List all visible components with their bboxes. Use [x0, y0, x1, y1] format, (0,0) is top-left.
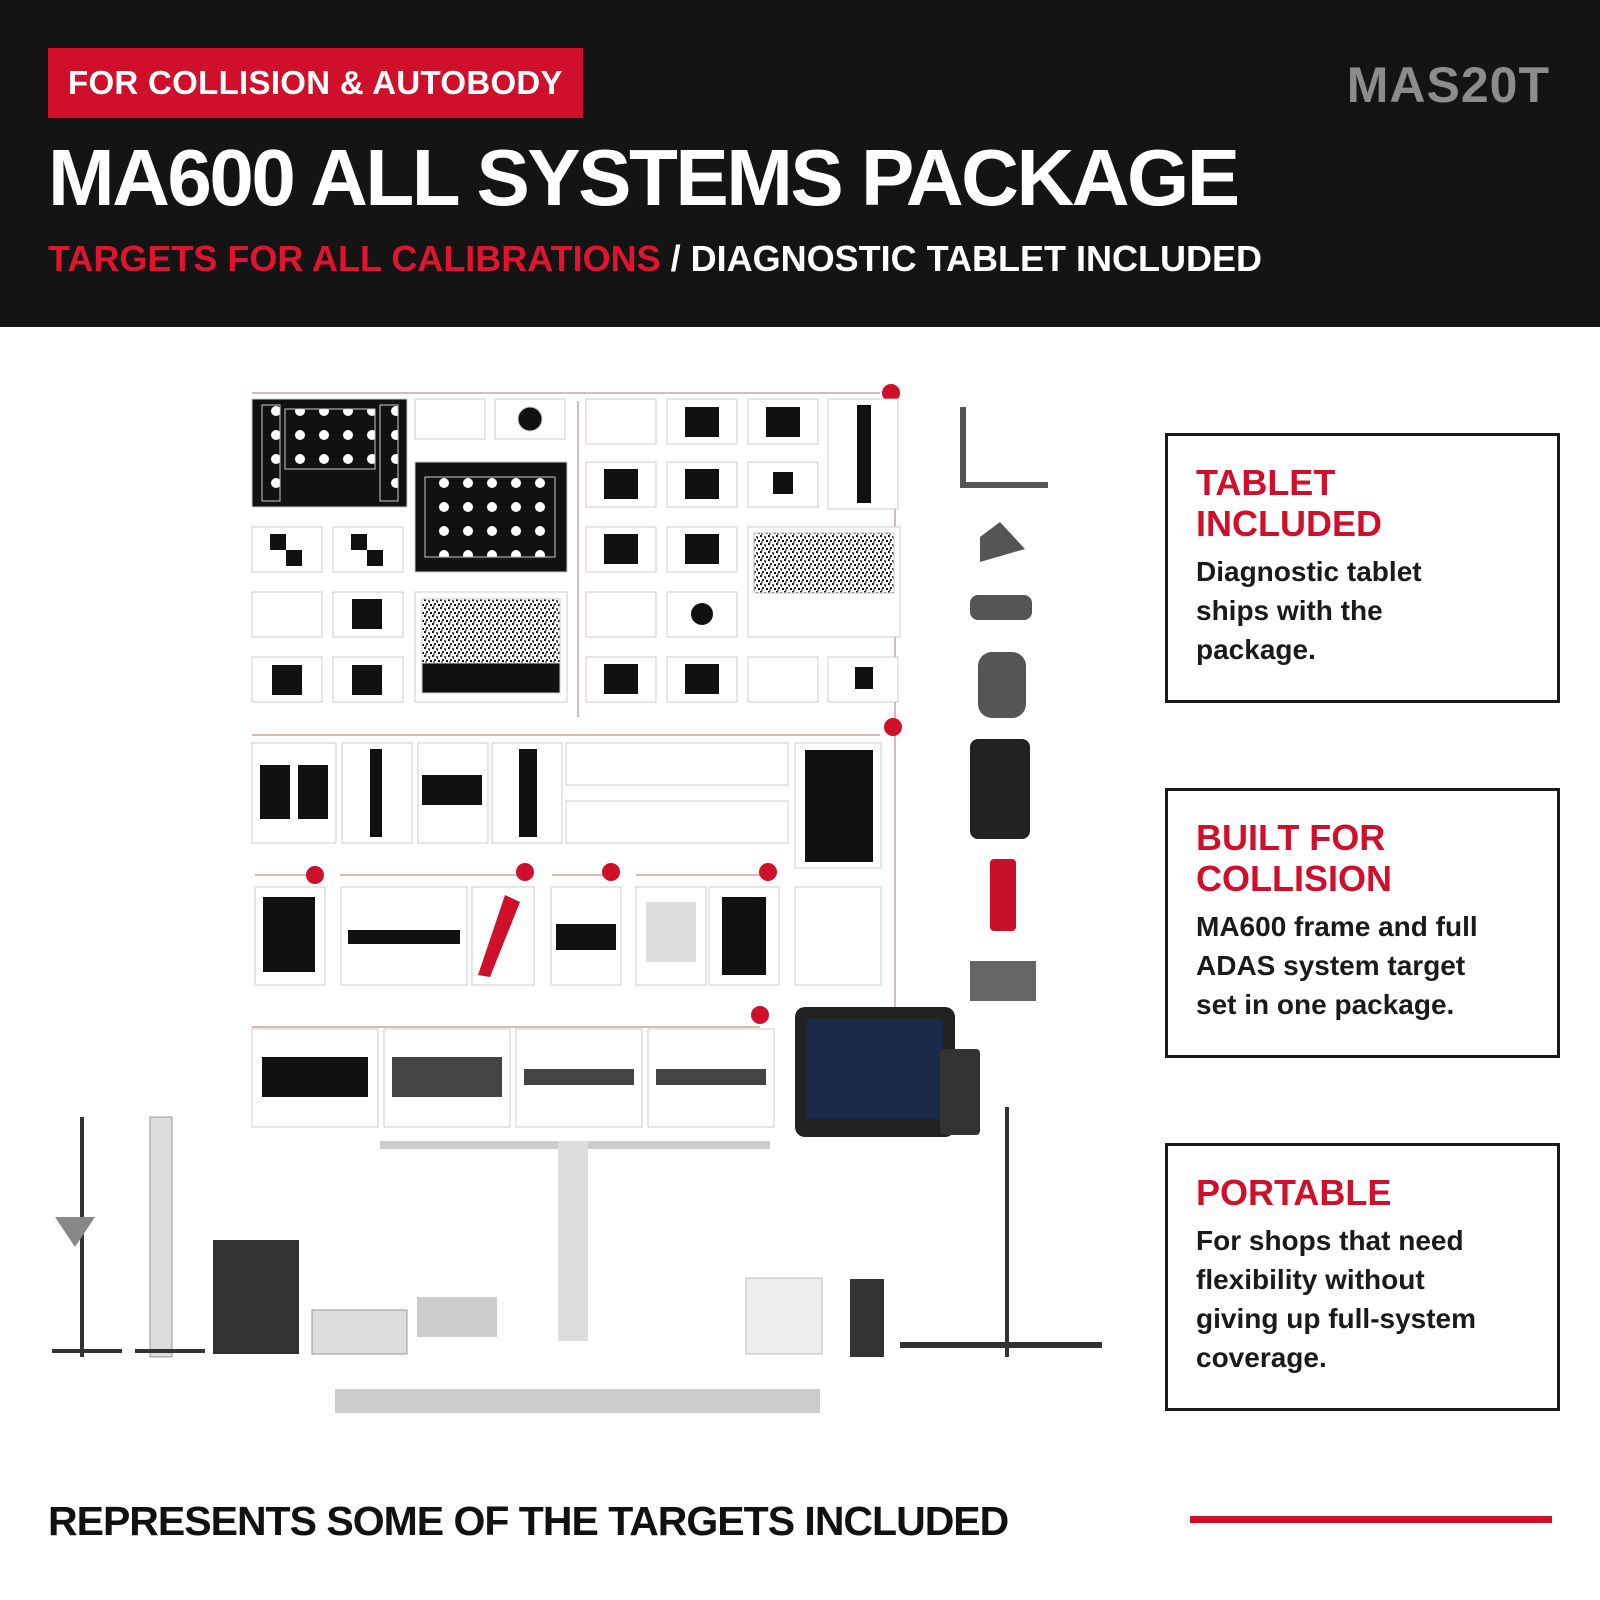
subtitle-targets: TARGETS FOR ALL CALIBRATIONS — [48, 238, 661, 279]
calibration-targets-section-2 — [251, 742, 882, 986]
collision-badge: FOR COLLISION & AUTOBODY — [48, 48, 583, 118]
card-body: MA600 frame and full ADAS system target … — [1196, 911, 1478, 1020]
calibration-targets-row-1 — [251, 398, 568, 703]
subtitle-tablet: / DIAGNOSTIC TABLET INCLUDED — [660, 238, 1262, 279]
footer-rule — [1190, 1516, 1552, 1523]
footer-caption: REPRESENTS SOME OF THE TARGETS INCLUDED — [48, 1498, 1009, 1544]
header-banner: FOR COLLISION & AUTOBODY MAS20T MA600 AL… — [0, 0, 1600, 327]
calibration-targets-section-3 — [251, 1028, 775, 1128]
card-title: TABLET INCLUDED — [1196, 462, 1382, 544]
accessory-column — [960, 407, 1048, 1001]
card-tablet-included: TABLET INCLUDED Diagnostic tablet ships … — [1165, 433, 1560, 703]
diagnostic-tablet — [795, 1007, 980, 1137]
model-number: MAS20T — [1346, 57, 1550, 113]
page-title: MA600 ALL SYSTEMS PACKAGE — [48, 133, 1240, 222]
radar-icon — [751, 1006, 769, 1024]
subtitle: TARGETS FOR ALL CALIBRATIONS / DIAGNOSTI… — [48, 238, 1262, 280]
calibration-targets-row-2 — [585, 398, 901, 703]
car-icon — [882, 384, 900, 402]
card-portable: PORTABLE For shops that need flexibility… — [1165, 1143, 1560, 1411]
card-title: BUILT FOR COLLISION — [1196, 817, 1392, 899]
floor-equipment — [52, 1107, 1102, 1413]
camera-icon — [884, 718, 902, 736]
product-collage — [52, 384, 1102, 1413]
card-body: For shops that need flexibility without … — [1196, 1225, 1477, 1373]
card-body: Diagnostic tablet ships with the package… — [1196, 556, 1422, 665]
lane-icon — [306, 863, 777, 884]
card-title: PORTABLE — [1196, 1172, 1392, 1213]
card-built-for-collision: BUILT FOR COLLISION MA600 frame and full… — [1165, 788, 1560, 1058]
